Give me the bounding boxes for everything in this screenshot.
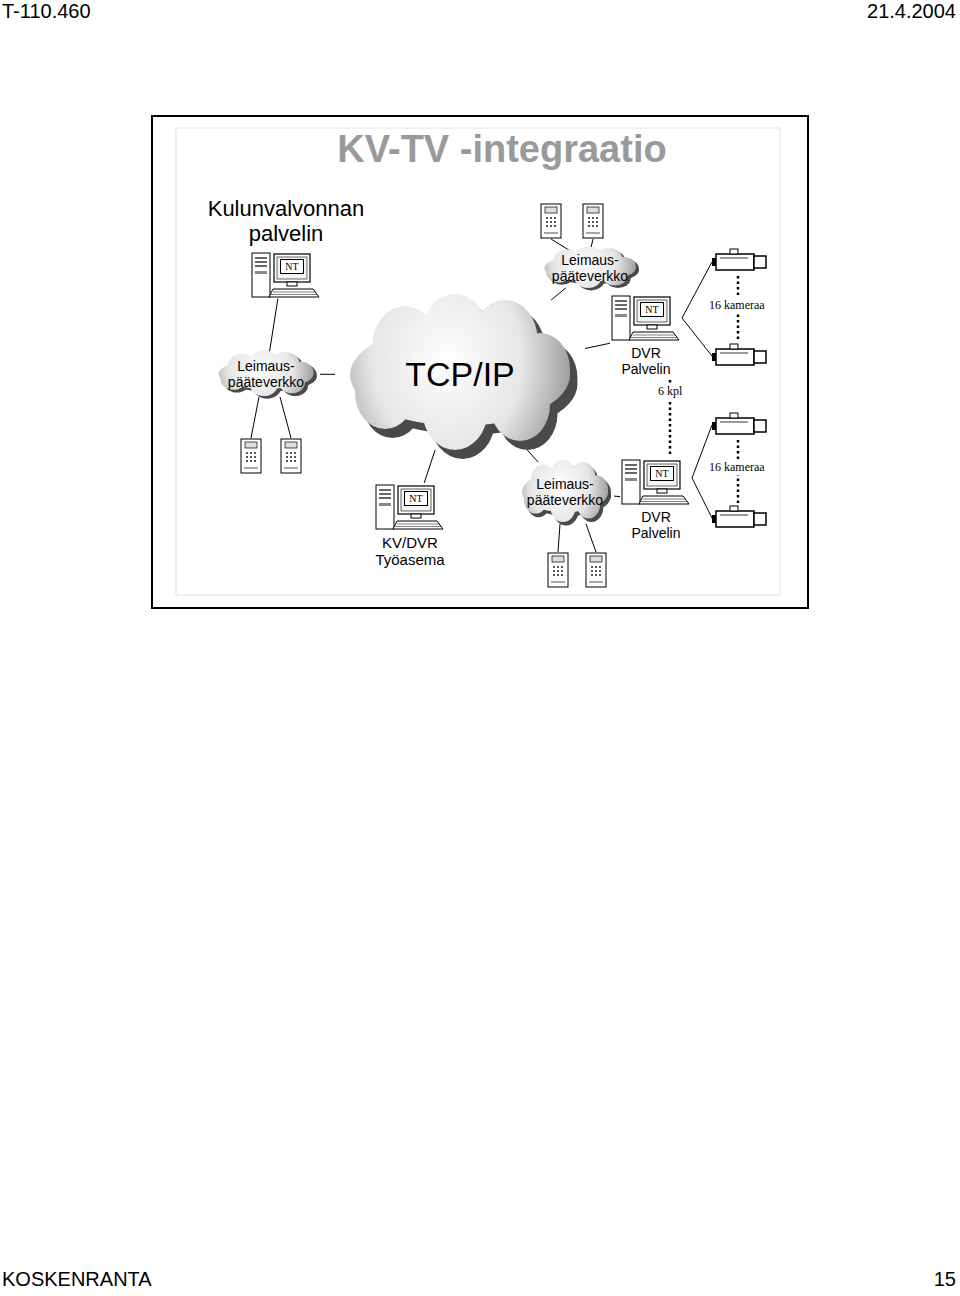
network-link — [585, 343, 610, 348]
network-link — [614, 496, 620, 498]
computer-label: Kulunvalvonnan palvelin — [194, 196, 378, 247]
computer-icon-wrap: NT — [375, 483, 445, 531]
os-badge: NT — [640, 302, 664, 317]
network-link — [527, 450, 538, 462]
cloud-label: Leimaus- pääteverkko — [516, 476, 614, 508]
slide-title: KV-TV -integraatio — [300, 128, 704, 171]
os-badge: NT — [280, 259, 304, 274]
network-link — [269, 299, 277, 352]
network-link — [551, 288, 566, 300]
network-cloud: Leimaus- pääteverkko — [212, 352, 320, 396]
computer-node: NT DVR Palvelin — [610, 294, 682, 377]
page-header-text: KOSKENRANTA — [2, 1268, 152, 1291]
os-badge: NT — [650, 466, 674, 481]
slide-frame — [152, 116, 808, 608]
computer-icon-wrap: NT — [621, 458, 691, 506]
page-header-text: 15 — [934, 1268, 956, 1291]
computer-icon-wrap: NT — [611, 294, 681, 342]
cloud-text: Leimaus- pääteverkko — [516, 476, 614, 508]
network-cloud: Leimaus- pääteverkko — [538, 248, 642, 288]
network-link — [320, 374, 335, 375]
slide-inner-frame — [176, 128, 780, 595]
cloud-label: Leimaus- pääteverkko — [538, 252, 642, 284]
cloud-text: Leimaus- pääteverkko — [538, 252, 642, 284]
cloud-text: Leimaus- pääteverkko — [212, 358, 320, 390]
network-cloud: Leimaus- pääteverkko — [516, 462, 614, 522]
computer-label: DVR Palvelin — [610, 345, 682, 377]
computer-node: Kulunvalvonnan palvelinNT — [194, 196, 378, 299]
os-badge: NT — [404, 491, 428, 506]
page-header-text: T-110.460 — [2, 0, 91, 23]
computer-label: KV/DVR Työasema — [362, 534, 458, 569]
computer-node: NT KV/DVR Työasema — [362, 483, 458, 569]
cameras — [712, 249, 766, 527]
annotation-label: 16 kameraa — [707, 460, 767, 475]
network-cloud: TCP/IP — [335, 300, 585, 450]
computer-node: NT DVR Palvelin — [620, 458, 692, 541]
computer-icon-wrap: NT — [251, 251, 321, 299]
network-link — [424, 450, 435, 483]
computer-label: DVR Palvelin — [620, 509, 692, 541]
cloud-text: TCP/IP — [405, 355, 515, 394]
page-header-text: 21.4.2004 — [867, 0, 956, 23]
annotation-label: 16 kameraa — [707, 298, 767, 313]
cloud-label: Leimaus- pääteverkko — [212, 358, 320, 390]
annotation-label: 6 kpl — [656, 384, 684, 399]
cloud-label: TCP/IP — [405, 355, 515, 394]
